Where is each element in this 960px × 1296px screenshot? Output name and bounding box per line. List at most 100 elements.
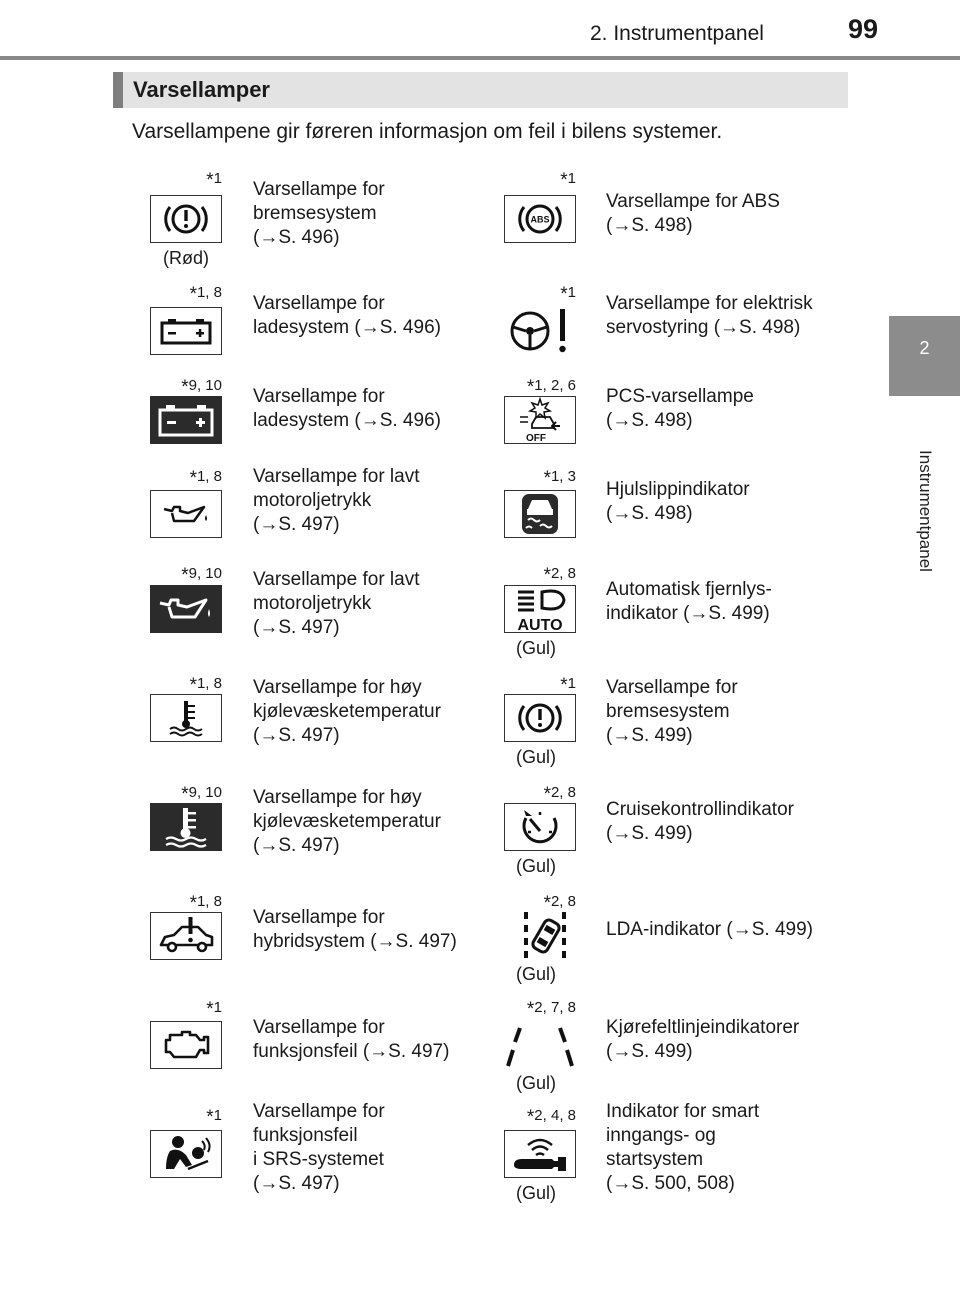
lamp-description: Varsellampe for ladesystem (→S. 496) (253, 293, 441, 338)
lamp-description: Varsellampe for bremsesystem (→S. 496) (253, 179, 385, 248)
chapter-side-label: Instrumentpanel (889, 396, 960, 626)
footnote-numbers: 1, 8 (196, 675, 222, 692)
footnote-star: * (189, 468, 197, 489)
section-title-bar: Varsellamper (113, 72, 848, 108)
footnote-star: * (560, 170, 568, 191)
footnote-star: * (189, 284, 197, 305)
coolant-temperature-icon (150, 694, 222, 742)
footnote-ref: *1 (500, 167, 576, 191)
footnote-numbers: 1, 2, 6 (534, 377, 576, 394)
footnote-star: * (181, 784, 189, 805)
abs-icon: ABS (504, 195, 576, 243)
footnote-ref: *1 (160, 1104, 222, 1128)
footnote-star: * (560, 675, 568, 696)
footnote-numbers: 1 (213, 170, 222, 187)
section-intro: Varsellampene gir føreren informasjon om… (132, 120, 723, 143)
footnote-ref: *9, 10 (160, 781, 222, 805)
lamp-description: Varsellampe for hybridsystem (→S. 497) (253, 907, 457, 952)
lamp-color-label: (Gul) (516, 747, 556, 767)
lamp-description: Varsellampe for ladesystem (→S. 496) (253, 386, 441, 431)
footnote-ref: *1, 2, 6 (500, 374, 576, 398)
footnote-ref: *1, 3 (500, 465, 576, 489)
lamp-description: Cruisekontrollindikator (→S. 499) (606, 799, 794, 844)
footnote-star: * (189, 893, 197, 914)
lamp-description: Varsellampe for funksjonsfeil (→S. 497) (253, 1017, 450, 1062)
lamp-description: Varsellampe for ABS (→S. 498) (606, 191, 780, 236)
footnote-ref: *1, 8 (160, 672, 222, 696)
slip-indicator-icon (504, 490, 576, 538)
footnote-ref: *2, 8 (500, 890, 576, 914)
lane-lines-icon (504, 1022, 576, 1070)
footnote-numbers: 1, 8 (196, 468, 222, 485)
section-title: Varsellamper (133, 77, 270, 102)
battery-icon (150, 396, 222, 444)
footnote-ref: *9, 10 (160, 374, 222, 398)
oil-pressure-icon (150, 490, 222, 538)
chapter-title: 2. Instrumentpanel (590, 22, 764, 45)
auto-high-beam-icon: AUTO (504, 585, 576, 633)
lamp-color-label: (Rød) (163, 248, 209, 268)
footnote-ref: *1 (500, 672, 576, 696)
footnote-ref: *1 (160, 996, 222, 1020)
footnote-star: * (526, 1107, 535, 1128)
chapter-side-label-text: Instrumentpanel (915, 450, 935, 572)
lamp-description: Varsellampe for lavt motoroljetrykk (→S.… (253, 569, 420, 638)
auto-icon-text: AUTO (517, 617, 562, 632)
lamp-description: Varsellampe for bremsesystem (→S. 499) (606, 677, 738, 746)
lane-departure-icon (504, 912, 576, 960)
lamp-description: Hjulslippindikator (→S. 498) (606, 479, 750, 524)
footnote-numbers: 2, 8 (550, 784, 576, 801)
footnote-ref: *1 (500, 281, 576, 305)
footnote-numbers: 1 (213, 1107, 222, 1124)
footnote-star: * (181, 377, 189, 398)
abs-icon-text: ABS (530, 215, 549, 225)
chapter-tab-number: 2 (919, 338, 930, 358)
lamp-color-label: (Gul) (516, 638, 556, 658)
lamp-description: Indikator for smart inngangs- og startsy… (606, 1101, 760, 1194)
lamp-description: Kjørefeltlinjeindikatorer (→S. 499) (606, 1017, 800, 1062)
power-steering-icon (504, 307, 576, 355)
footnote-numbers: 2, 7, 8 (534, 999, 576, 1016)
lamp-description: Varsellampe for elektrisk servostyring (… (606, 293, 813, 338)
footnote-ref: *2, 7, 8 (500, 996, 576, 1020)
footnote-star: * (526, 999, 535, 1020)
footnote-numbers: 2, 4, 8 (534, 1107, 576, 1124)
footnote-ref: *1, 8 (160, 465, 222, 489)
footnote-ref: *1, 8 (160, 281, 222, 305)
footnote-star: * (543, 784, 551, 805)
footnote-star: * (206, 170, 214, 191)
lamp-description: Varsellampe for høy kjølevæsketemperatur… (253, 787, 441, 856)
footnote-numbers: 2, 8 (550, 565, 576, 582)
brake-warning-icon (150, 195, 222, 243)
footnote-ref: *2, 8 (500, 781, 576, 805)
section-accent (113, 72, 123, 108)
footnote-star: * (560, 284, 568, 305)
pcs-icon-text: OFF (526, 433, 546, 443)
footnote-ref: *1, 8 (160, 890, 222, 914)
lamp-color-label: (Gul) (516, 964, 556, 984)
lamp-description: Varsellampe for høy kjølevæsketemperatur… (253, 677, 441, 746)
footnote-star: * (543, 468, 551, 489)
footnote-numbers: 9, 10 (188, 565, 222, 582)
header-rule (0, 56, 960, 60)
lamp-color-label: (Gul) (516, 856, 556, 876)
footnote-numbers: 1 (213, 999, 222, 1016)
lamp-description: PCS-varsellampe (→S. 498) (606, 386, 754, 431)
footnote-star: * (526, 377, 535, 398)
footnote-numbers: 9, 10 (188, 377, 222, 394)
cruise-control-icon (504, 803, 576, 851)
footnote-numbers: 1 (567, 170, 576, 187)
lamp-description: Varsellampe for funksjonsfeil i SRS-syst… (253, 1101, 385, 1194)
footnote-star: * (181, 565, 189, 586)
hybrid-system-icon (150, 912, 222, 960)
lamp-description: Automatisk fjernlys- indikator (→S. 499) (606, 579, 772, 624)
footnote-star: * (189, 675, 197, 696)
lamp-description: LDA-indikator (→S. 499) (606, 919, 813, 940)
page-number: 99 (848, 14, 879, 44)
lamp-description: Varsellampe for lavt motoroljetrykk (→S.… (253, 466, 420, 535)
footnote-numbers: 1 (567, 675, 576, 692)
footnote-ref: *2, 4, 8 (500, 1104, 576, 1128)
footnote-star: * (543, 893, 551, 914)
engine-check-icon (150, 1021, 222, 1069)
footnote-ref: *1 (160, 167, 222, 191)
